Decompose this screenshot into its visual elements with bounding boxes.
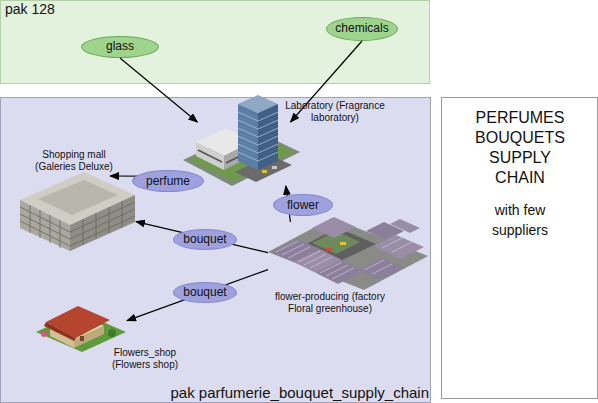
flow-arrow: [286, 186, 291, 222]
node-text: with few suppliers: [485, 201, 555, 240]
flow-arrow: [110, 175, 182, 177]
industry-node: flower-producing (factory Floral greenho…: [268, 222, 428, 290]
node-text: pak 128: [5, 1, 205, 17]
laboratory-illustration: [183, 95, 300, 186]
group-band: pak 128 glass chemicals: [0, 0, 430, 84]
info-box: PERFUMES BOUQUETS SUPPLY CHAIN with few s…: [441, 97, 598, 399]
node-text: pak parfumerie_bouquet_supply_chain: [129, 384, 429, 401]
group-band: pak parfumerie_bouquet_supply_chain Labor…: [0, 97, 431, 403]
node-text: flower-producing (factory Floral greenho…: [262, 291, 398, 314]
node-text: Shopping mall (Galeries Deluxe): [24, 149, 124, 172]
greenhouse-illustration: [268, 217, 428, 290]
industry-node: Laboratory (Fragrance laboratory): [182, 122, 300, 186]
node-text: chemicals: [327, 22, 397, 36]
input-ellipse: chemicals: [326, 17, 398, 41]
flow-arrow: [127, 270, 268, 321]
flow-arrow: [136, 222, 268, 253]
node-text: glass: [82, 40, 158, 54]
input-ellipse: glass: [81, 36, 159, 58]
flow-arrow: [120, 58, 197, 122]
shopping-mall-illustration: [20, 172, 135, 251]
industry-node: Shopping mall (Galeries Deluxe): [18, 176, 136, 252]
industry-node: Flowers_shop (Flowers shop): [35, 303, 127, 347]
node-text: PERFUMES BOUQUETS SUPPLY CHAIN: [464, 108, 576, 188]
node-text: Flowers_shop (Flowers shop): [105, 347, 185, 370]
node-text: Laboratory (Fragrance laboratory): [279, 100, 391, 123]
flow-arrow: [291, 41, 362, 122]
flowers-shop-illustration: [36, 306, 126, 352]
